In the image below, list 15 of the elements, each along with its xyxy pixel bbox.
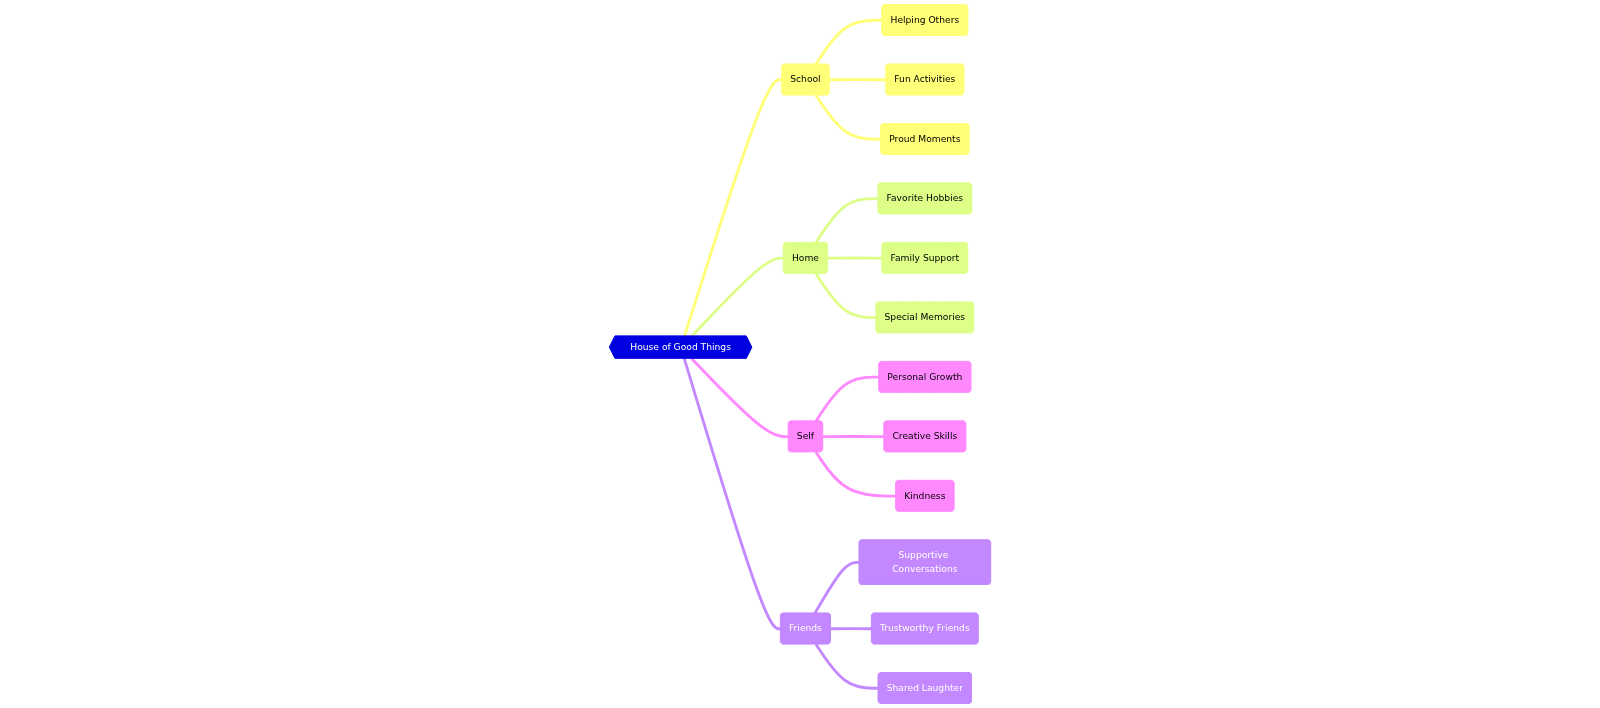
connector (814, 375, 880, 422)
connector (814, 18, 883, 66)
connector (814, 272, 877, 320)
connector (829, 78, 887, 82)
connector (814, 197, 879, 244)
connector (814, 451, 896, 498)
connector (814, 94, 881, 141)
connector (682, 358, 781, 631)
connector (830, 627, 872, 631)
connector (690, 357, 789, 439)
connector (813, 560, 860, 615)
connector (827, 256, 883, 260)
connector (814, 643, 879, 690)
connector (683, 78, 782, 337)
connector (822, 435, 885, 439)
